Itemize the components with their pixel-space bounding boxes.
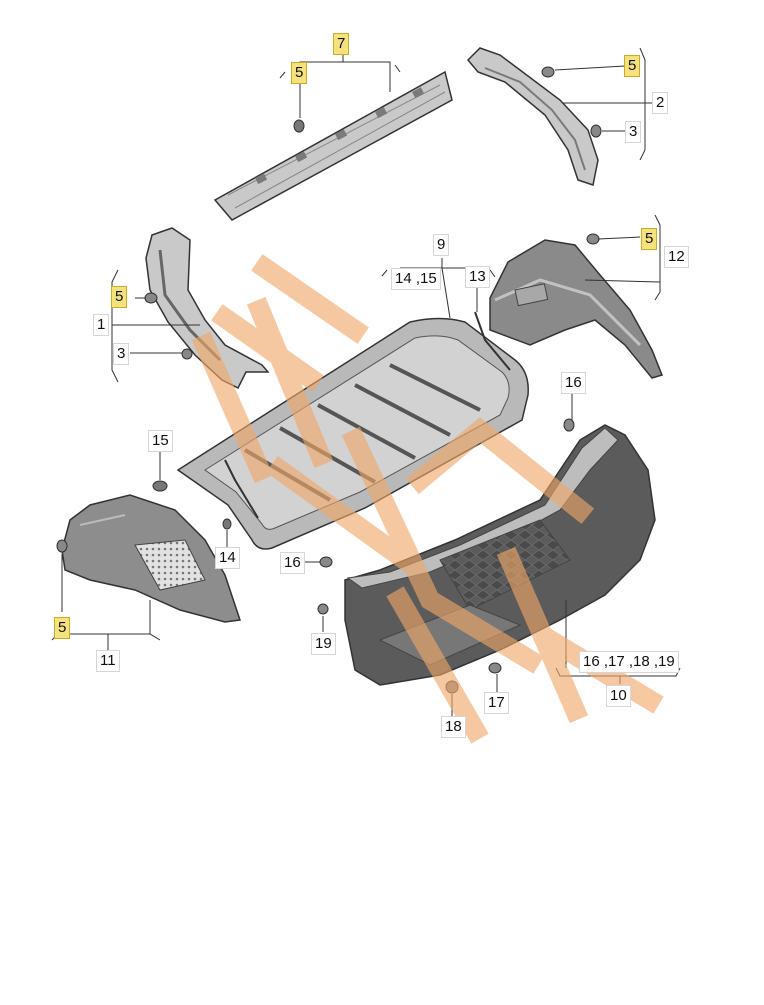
clip-3-right: [590, 124, 602, 138]
part-12-right-side-trim: [489, 239, 664, 379]
callout-5-top-right: 5: [624, 55, 641, 77]
clip-15: [152, 480, 168, 492]
clip-5-left: [144, 292, 158, 304]
clip-5-lower-left: [56, 539, 68, 553]
callout-17: 17: [484, 692, 509, 714]
callout-9: 9: [433, 234, 450, 256]
clip-14: [222, 518, 232, 530]
clip-5-right: [541, 66, 555, 78]
callout-14-15: 14 ,15: [391, 268, 441, 290]
callout-13: 13: [465, 266, 490, 288]
callout-1: 1: [93, 314, 110, 336]
callout-5-mid-right: 5: [641, 228, 658, 250]
callout-14: 14: [215, 547, 240, 569]
callout-18: 18: [441, 716, 466, 738]
callout-11: 11: [96, 650, 120, 672]
clip-16-lower: [319, 556, 333, 568]
clip-16-upper: [563, 418, 575, 432]
callout-5-lower-left: 5: [54, 617, 71, 639]
part-7-shelf-trim: [213, 70, 453, 221]
clip-19: [317, 603, 329, 615]
clip-17: [488, 662, 502, 674]
callout-7: 7: [333, 33, 350, 55]
callout-16-17-18-19: 16 ,17 ,18 ,19: [579, 651, 679, 673]
callout-5-left: 5: [111, 286, 128, 308]
clip-5-mid-right: [586, 233, 600, 245]
leader-lines: [51, 47, 681, 716]
callout-15: 15: [148, 430, 173, 452]
part-11-left-side-trim: [61, 494, 241, 623]
callout-5-top-left: 5: [291, 62, 308, 84]
callout-3-left: 3: [113, 343, 130, 365]
callout-16-lower: 16: [280, 552, 305, 574]
callout-2: 2: [652, 92, 669, 114]
callout-12: 12: [664, 246, 689, 268]
part-2-right-pillar-trim: [466, 47, 599, 186]
clip-5-top: [293, 119, 305, 133]
callout-10: 10: [606, 685, 631, 707]
callout-3-right: 3: [625, 121, 642, 143]
callout-16-upper: 16: [561, 372, 586, 394]
clip-3-left: [181, 348, 193, 360]
callout-19: 19: [311, 633, 336, 655]
